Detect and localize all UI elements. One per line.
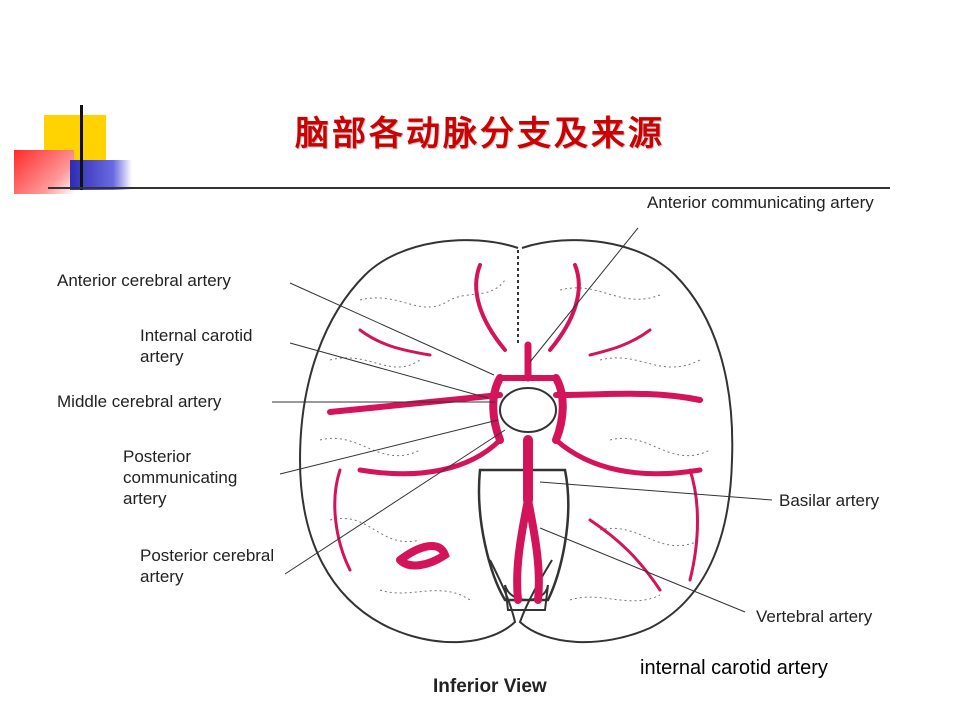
label-internal-carotid-artery: Internal carotid artery	[140, 326, 253, 366]
label-anterior-cerebral-artery: Anterior cerebral artery	[57, 271, 231, 290]
view-label: Inferior View	[433, 676, 547, 697]
decor-red-square	[14, 150, 74, 194]
title-divider	[48, 187, 890, 189]
decor-vertical-line	[80, 105, 83, 190]
label-posterior-communicating-artery: Posterior communicating artery	[123, 447, 238, 508]
label-anterior-communicating-artery: Anterior communicating artery	[647, 193, 874, 212]
artery-network	[327, 263, 703, 604]
label-basilar-artery: Basilar artery	[779, 491, 880, 510]
label-posterior-cerebral-artery: Posterior cerebral artery	[140, 546, 275, 586]
slide-title: 脑部各动脉分支及来源	[295, 114, 665, 154]
label-middle-cerebral-artery: Middle cerebral artery	[57, 392, 222, 411]
leader-lines	[272, 227, 773, 613]
label-vertebral-artery: Vertebral artery	[756, 607, 873, 626]
gyri-texture	[319, 279, 711, 602]
slide-caption: internal carotid artery	[640, 657, 828, 679]
